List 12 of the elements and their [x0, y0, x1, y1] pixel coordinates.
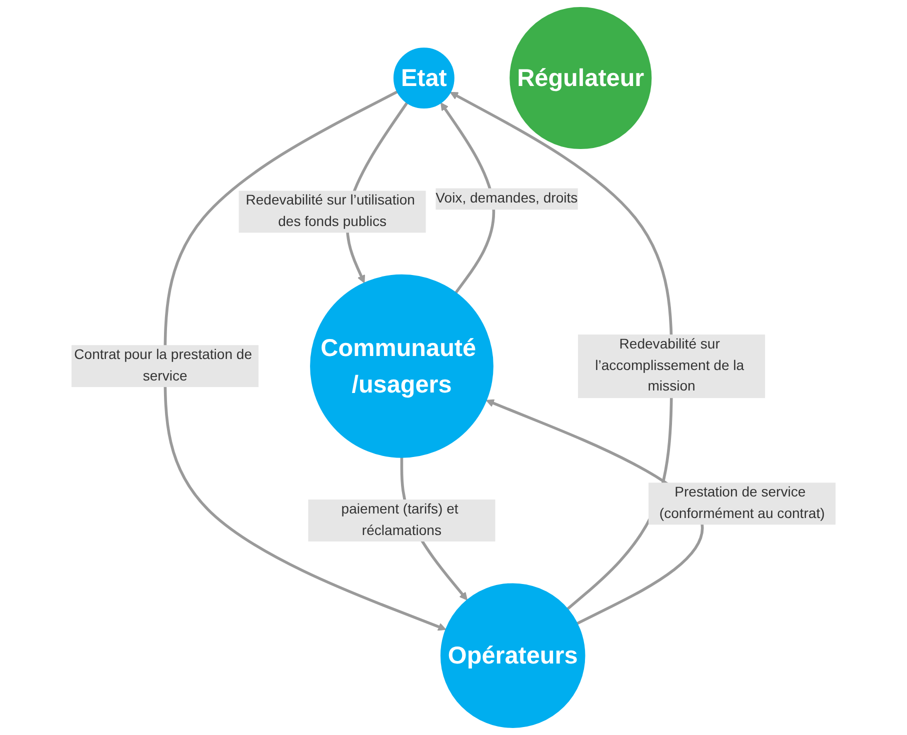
edge-label: Redevabilité sur l’accomplissement de la mission [595, 336, 744, 394]
edge-label: Contrat pour la prestation de service [74, 346, 252, 384]
node-circle: Communauté /usagers [310, 274, 494, 458]
node-circle: Opérateurs [440, 583, 586, 728]
arrow [440, 102, 495, 294]
edge-label: Redevabilité sur l’utilisation des fonds publics [246, 192, 415, 230]
edge-label: paiement (tarifs) et réclamations [341, 501, 458, 538]
edge-label: Voix, demandes, droits [436, 190, 578, 206]
arrow [164, 90, 446, 631]
node-circle: Etat [393, 48, 454, 108]
node-circle: Régulateur [510, 7, 652, 150]
edge-label: Prestation de service (conformément au contrat) [659, 484, 825, 522]
